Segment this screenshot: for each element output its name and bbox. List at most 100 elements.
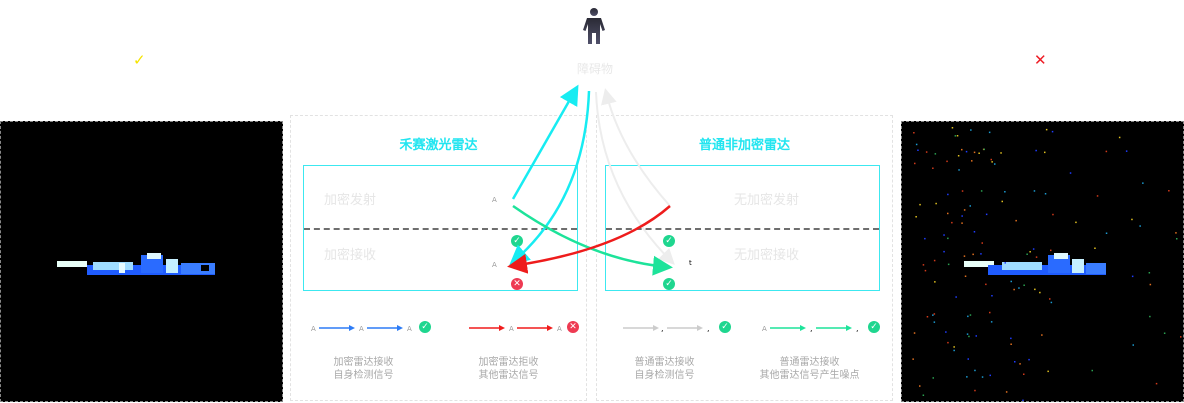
noise-point [957, 155, 960, 157]
noise-point [1175, 232, 1177, 234]
noise-point [926, 316, 929, 318]
noise-point [919, 385, 921, 387]
noise-point [1131, 275, 1134, 278]
noise-point [970, 129, 972, 131]
plain-lidar-pointcloud [901, 121, 1184, 402]
noise-point [945, 331, 947, 333]
noise-point [988, 131, 991, 134]
receiver-chip: t [689, 259, 692, 267]
noise-point [1039, 291, 1041, 294]
noise-point [1032, 248, 1035, 250]
noise-point [1163, 332, 1166, 334]
caption-line: 其他雷达信号产生噪点 [759, 370, 860, 381]
noise-point [981, 376, 984, 378]
legend-caption: 普通雷达接收 其他雷达信号产生噪点 [747, 356, 872, 382]
svg-text:A: A [407, 325, 412, 333]
legend-arrows: A A A [311, 325, 412, 333]
svg-text:A: A [359, 325, 364, 333]
error-circle-icon: ✕ [567, 321, 579, 333]
noise-point [935, 202, 937, 205]
noise-point [983, 148, 985, 151]
noise-point [963, 209, 966, 211]
noise-point [990, 158, 992, 161]
noise-point [932, 314, 934, 316]
noise-point [1131, 218, 1133, 221]
check-circle-icon: ✓ [663, 278, 675, 290]
pointcloud-car-noisy [912, 127, 1182, 401]
noise-point [1052, 213, 1054, 216]
noise-point [1022, 399, 1024, 401]
noise-point [961, 148, 963, 151]
noise-point [919, 203, 921, 206]
emit-label: 加密发射 [324, 193, 377, 208]
noise-point [991, 161, 993, 163]
receiver-chip: A [492, 261, 497, 269]
noise-point [1010, 343, 1012, 345]
check-circle-icon: ✓ [868, 321, 880, 333]
noise-point [1041, 334, 1043, 336]
noise-point [1049, 298, 1051, 300]
check-circle-icon: ✓ [663, 235, 675, 247]
receive-label: 加密接收 [324, 248, 377, 263]
noise-point [978, 152, 980, 154]
caption-line: 普通雷达接收 [634, 357, 695, 368]
noise-point [934, 281, 936, 283]
noise-point [1010, 280, 1012, 283]
noise-point [917, 149, 919, 151]
obstacle-label: 障碍物 [576, 62, 613, 76]
noise-point [967, 315, 969, 318]
noise-point [934, 153, 937, 155]
emitter-chip: A [492, 196, 497, 204]
noise-point [994, 163, 996, 165]
caption-line: 加密雷达拒收 [478, 357, 539, 368]
noise-point [1176, 238, 1178, 240]
noise-point [958, 169, 960, 171]
emit-label: 无加密发射 [734, 193, 800, 208]
noise-point [1149, 283, 1152, 286]
noise-point [961, 215, 963, 217]
noise-point [1155, 382, 1158, 385]
legend-arrows: A A [469, 325, 562, 333]
caption-line: 其他雷达信号 [478, 370, 539, 381]
noise-point [1015, 219, 1017, 222]
noise-point [1004, 262, 1006, 264]
noise-point [1069, 172, 1072, 174]
noise-point [975, 335, 977, 337]
noise-point [1001, 200, 1003, 203]
caption-line: 加密雷达接收 [333, 357, 394, 368]
noise-point [947, 237, 949, 240]
noise-point [953, 349, 955, 352]
noise-point [1075, 221, 1077, 224]
encrypted-radar-box: 加密发射 加密接收 A A ✓ ✕ [303, 165, 578, 291]
noise-point [1005, 391, 1008, 393]
svg-text:,: , [810, 324, 813, 333]
noise-point [980, 190, 983, 192]
emit-receive-divider [606, 228, 879, 230]
noise-point [1034, 288, 1036, 291]
noise-point [1033, 190, 1036, 192]
noise-point [1044, 151, 1046, 154]
noise-point [980, 253, 982, 255]
svg-text:,: , [661, 324, 664, 333]
noise-point [990, 321, 993, 323]
noise-point [961, 222, 963, 224]
noise-point [915, 143, 918, 146]
noise-point [947, 341, 949, 344]
panel-title: 禾赛激光雷达 [399, 138, 478, 153]
noise-point [1010, 337, 1012, 340]
noise-point [1000, 152, 1002, 154]
noise-point [967, 358, 969, 360]
noise-point [985, 283, 987, 286]
noise-point [1118, 136, 1121, 139]
noise-point [933, 313, 936, 315]
noise-point [954, 135, 957, 137]
noise-point [1050, 301, 1053, 304]
person-icon [583, 8, 605, 44]
legend-caption: 加密雷达接收 自身检测信号 [321, 356, 406, 382]
svg-text:,: , [707, 324, 710, 333]
noise-point [922, 394, 925, 396]
noise-point [981, 242, 983, 244]
noise-point [966, 333, 969, 335]
error-circle-icon: ✕ [511, 278, 523, 290]
noise-point [1013, 288, 1015, 291]
